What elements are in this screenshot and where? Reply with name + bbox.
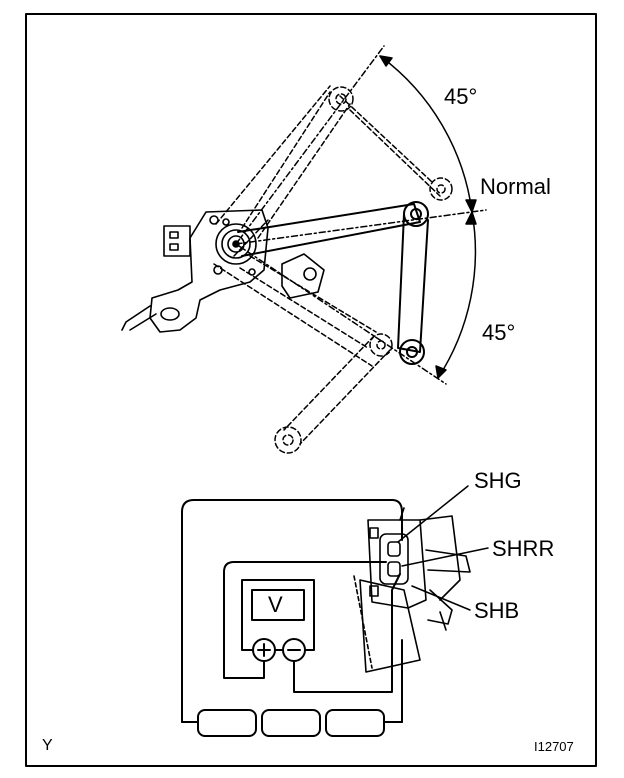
arm-normal <box>237 201 429 365</box>
terminal-label-shrr: SHRR <box>492 536 555 561</box>
battery-cell <box>261 709 321 737</box>
height-sensor-assembly <box>121 209 325 333</box>
battery-cell <box>325 709 385 737</box>
battery-cell <box>197 709 257 737</box>
leader-lines <box>397 485 489 611</box>
figure-frame <box>25 13 597 767</box>
angle-label-upper: 45° <box>444 84 478 109</box>
terminal-label-shb: SHB <box>474 598 520 623</box>
figure-code: I12707 <box>534 739 574 754</box>
terminal-label-shg: SHG <box>474 468 522 493</box>
corner-letter: Y <box>42 737 53 754</box>
voltmeter-label: V <box>268 592 283 617</box>
angle-indicator <box>235 45 487 385</box>
angle-label-lower: 45° <box>482 320 516 345</box>
arm-dashed-positions <box>213 85 453 454</box>
sensor-connector <box>353 507 471 673</box>
voltmeter <box>241 579 315 662</box>
normal-position-label: Normal <box>480 174 551 199</box>
